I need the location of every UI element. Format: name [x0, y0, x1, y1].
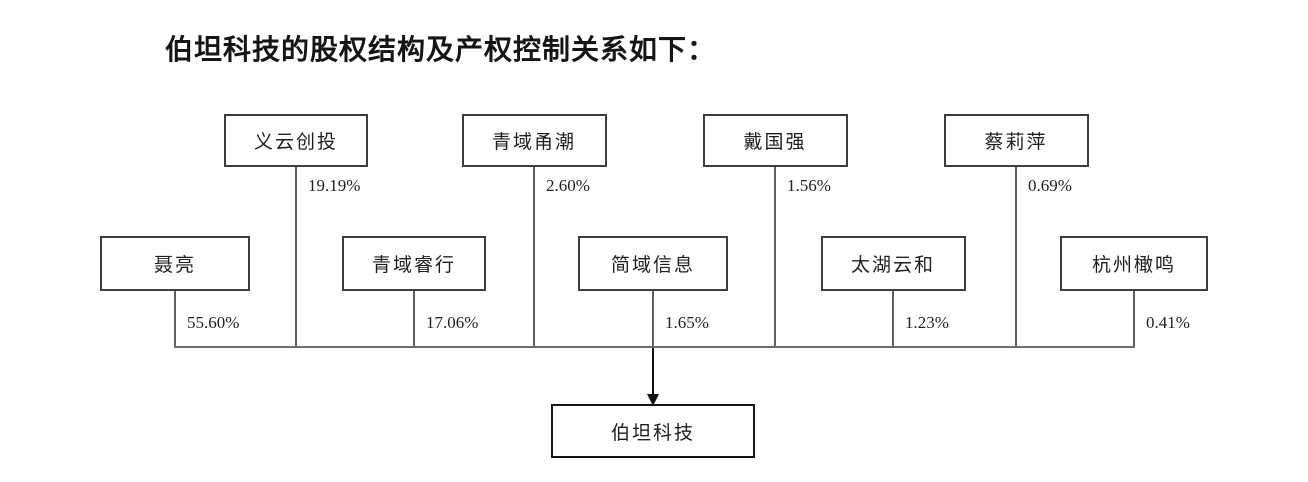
connector-bus-line	[174, 346, 1135, 348]
shareholder-node-box: 青域睿行	[342, 236, 486, 291]
ownership-percentage-label: 55.60%	[187, 313, 240, 332]
shareholder-name-label: 义云创投	[253, 132, 338, 153]
ownership-percentage-label: 1.23%	[905, 313, 949, 332]
ownership-connector-line	[533, 167, 535, 348]
ownership-percentage-label: 1.65%	[665, 313, 709, 332]
ownership-percentage-label: 2.60%	[546, 176, 590, 195]
shareholder-name-label: 蔡莉萍	[984, 132, 1048, 153]
shareholder-name-label: 聂亮	[153, 255, 196, 276]
shareholder-node-box: 戴国强	[702, 114, 848, 167]
shareholder-node-box: 简域信息	[578, 236, 728, 291]
company-node-box: 伯坦科技	[551, 404, 755, 458]
shareholder-name-label: 青域睿行	[371, 255, 456, 276]
ownership-percentage-label: 0.69%	[1028, 176, 1072, 195]
ownership-connector-line	[1015, 167, 1017, 348]
ownership-percentage-label: 19.19%	[308, 176, 361, 195]
ownership-connector-line	[652, 291, 654, 348]
shareholder-node-box: 青域甬潮	[461, 114, 607, 167]
shareholder-name-label: 戴国强	[743, 132, 807, 153]
ownership-connector-line	[413, 291, 415, 348]
arrowhead-down-icon	[647, 394, 659, 406]
ownership-connector-line	[174, 291, 176, 348]
ownership-connector-line	[1133, 291, 1135, 348]
ownership-percentage-label: 1.56%	[787, 176, 831, 195]
shareholder-name-label: 简域信息	[610, 255, 695, 276]
ownership-connector-line	[774, 167, 776, 348]
shareholder-name-label: 青域甬潮	[491, 132, 576, 153]
ownership-percentage-label: 0.41%	[1146, 313, 1190, 332]
shareholder-node-box: 蔡莉萍	[943, 114, 1089, 167]
company-name-label: 伯坦科技	[610, 422, 695, 444]
arrow-shaft-line	[652, 348, 654, 396]
diagram-title: 伯坦科技的股权结构及产权控制关系如下：	[165, 35, 717, 66]
shareholder-node-box: 义云创投	[224, 114, 368, 167]
shareholder-name-label: 杭州橄鸣	[1091, 255, 1176, 276]
shareholder-node-box: 杭州橄鸣	[1060, 236, 1208, 291]
shareholder-name-label: 太湖云和	[850, 255, 935, 276]
ownership-percentage-label: 17.06%	[426, 313, 479, 332]
ownership-connector-line	[295, 167, 297, 348]
shareholder-node-box: 聂亮	[100, 236, 250, 291]
shareholder-node-box: 太湖云和	[820, 236, 966, 291]
ownership-connector-line	[892, 291, 894, 348]
